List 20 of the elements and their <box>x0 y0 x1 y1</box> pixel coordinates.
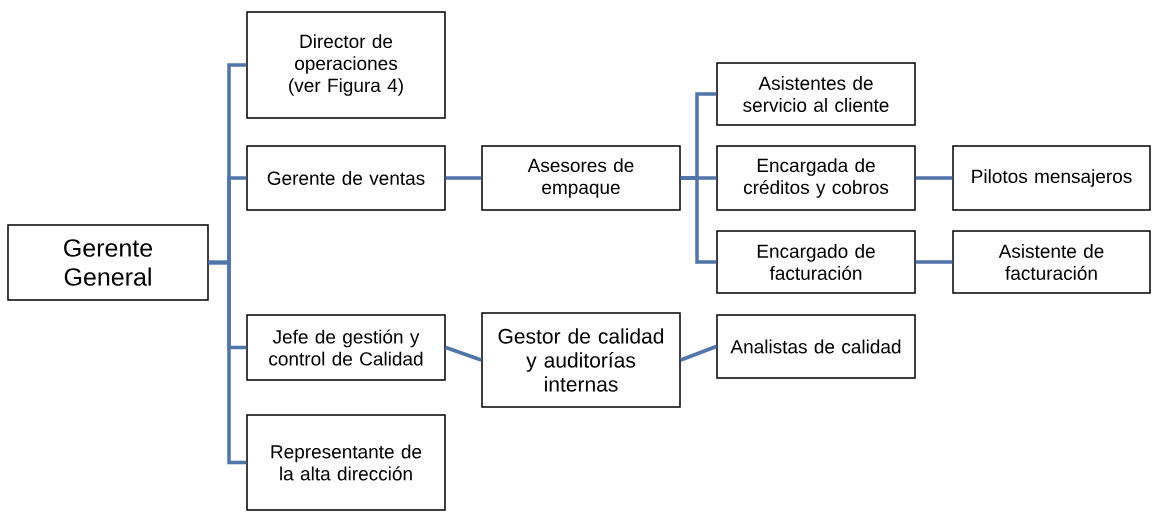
org-box: Asistentes de servicio al cliente <box>716 62 916 126</box>
connector-line <box>915 176 953 180</box>
org-box: Gerente de ventas <box>246 145 446 211</box>
org-box: Analistas de calidad <box>716 314 916 379</box>
org-box: Pilotos mensajeros <box>952 145 1151 211</box>
connector-line <box>208 260 247 465</box>
connector-line <box>445 345 482 362</box>
org-box: Representante de la alta dirección <box>246 414 446 511</box>
connector-line <box>445 176 482 180</box>
org-box: Gestor de calidad y auditorías internas <box>481 312 681 408</box>
connector-line <box>680 176 717 264</box>
connector-line <box>915 260 953 264</box>
org-box: Gerente General <box>7 224 209 301</box>
org-box: Director de operaciones (ver Figura 4) <box>246 11 446 119</box>
org-box: Asistente de facturación <box>952 230 1151 294</box>
org-box: Jefe de gestión y control de Calidad <box>246 314 446 381</box>
connector-line <box>680 344 717 362</box>
org-box: Encargada de créditos y cobros <box>716 145 916 211</box>
org-box: Encargado de facturación <box>716 230 916 294</box>
org-box: Asesores de empaque <box>481 145 681 211</box>
